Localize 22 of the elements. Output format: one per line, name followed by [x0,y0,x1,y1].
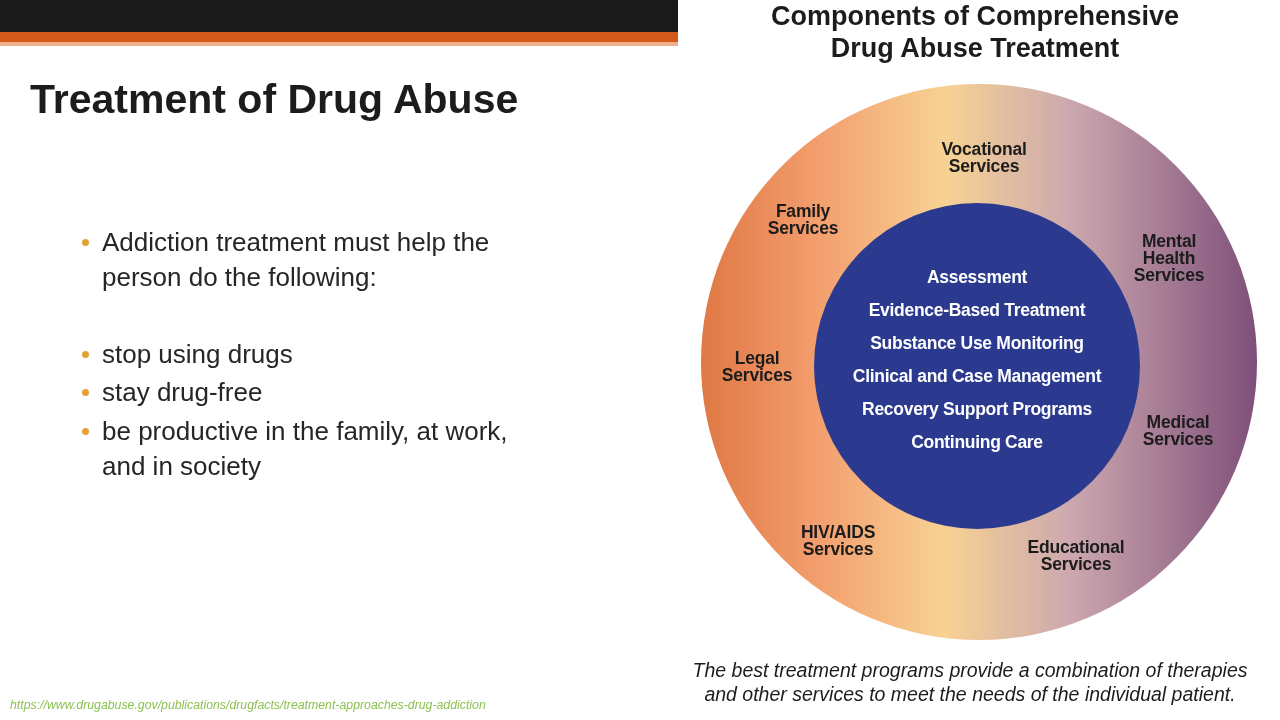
component-label: Evidence-Based Treatment [868,298,1086,321]
diagram-heading: Components of Comprehensive Drug Abuse Treatment [769,0,1180,64]
source-url: https://www.drugabuse.gov/publications/drugfacts/treatment-approaches-drug-addiction [10,697,486,713]
service-label: Educational Services [1027,539,1125,573]
caption: The best treatment programs provide a combination of therapies and other services to meet the needs of the individual patient. [691,658,1249,706]
component-label: Recovery Support Programs [862,397,1092,420]
service-label: Vocational Services [941,141,1027,175]
service-label: HIV/AIDS Services [800,524,876,558]
bullet-text: stay drug-free [102,376,264,409]
bullet-text: be productive in the family, at work, and in society [102,415,509,483]
component-label: Substance Use Monitoring [870,331,1084,354]
component-label: Assessment [926,265,1028,288]
bullet-text: stop using drugs [102,338,294,371]
slide-title: Treatment of Drug Abuse [30,75,519,123]
service-label: Medical Services [1142,414,1214,448]
outer-circle [701,84,1257,640]
service-label: Mental Health Services [1133,232,1205,284]
service-label: Legal Services [721,350,793,384]
component-label: Clinical and Case Management [852,364,1102,387]
component-label: Continuing Care [911,430,1043,453]
bullet-text: Addiction treatment must help the person do the following: [102,226,491,294]
service-label: Family Services [767,203,839,237]
